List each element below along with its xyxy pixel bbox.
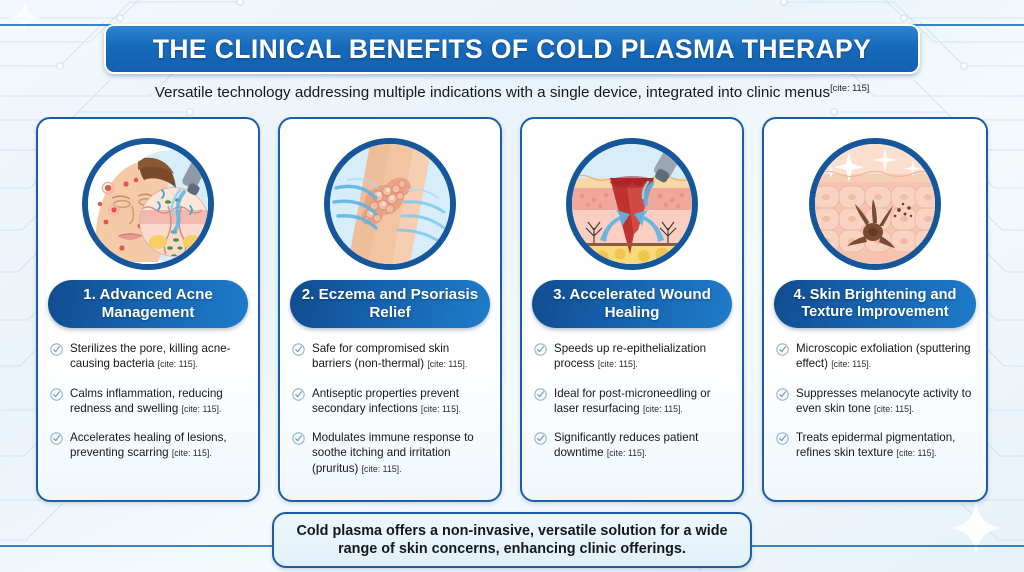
- bullet-text: Accelerates healing of lesions, preventi…: [70, 430, 248, 461]
- bullet-main: Accelerates healing of lesions, preventi…: [70, 431, 227, 460]
- card-heading: 2. Eczema and Psoriasis Relief: [290, 280, 490, 328]
- page-title-text: THE CLINICAL BENEFITS OF COLD PLASMA THE…: [152, 33, 872, 64]
- card-illustration-container: [764, 131, 986, 276]
- bullet-main: Suppresses melanocyte activity to even s…: [796, 386, 972, 415]
- bullet-text: Antiseptic properties prevent secondary …: [312, 386, 490, 417]
- bullet-text: Significantly reduces patient downtime […: [554, 430, 732, 461]
- bullet-citation: [cite: 115].: [831, 359, 872, 370]
- acne-face-pore-illustration: [82, 137, 214, 270]
- card-illustration-container: [280, 131, 500, 276]
- check-circle-icon: [292, 387, 305, 417]
- card-bullet-list: Safe for compromised skin barriers (non-…: [292, 341, 490, 490]
- bullet-main: Speeds up re-epithelialization process: [554, 342, 707, 371]
- bullet-text: Speeds up re-epithelialization process […: [554, 341, 732, 372]
- check-circle-icon: [534, 343, 547, 372]
- bullet-item: Ideal for post-microneedling or laser re…: [534, 386, 732, 417]
- page-subtitle: Versatile technology addressing multiple…: [0, 83, 1024, 101]
- check-circle-icon: [534, 387, 547, 417]
- check-circle-icon: [50, 387, 63, 417]
- bullet-main: Treats epidermal pigmentation, refines s…: [796, 431, 956, 460]
- bullet-item: Safe for compromised skin barriers (non-…: [292, 341, 490, 372]
- bullet-main: Significantly reduces patient downtime: [554, 431, 699, 460]
- card-bullet-list: Sterilizes the pore, killing acne-causin…: [50, 341, 248, 475]
- card-bullet-list: Microscopic exfoliation (sputtering effe…: [776, 341, 976, 475]
- bullet-citation: [cite: 115].: [642, 403, 683, 414]
- bullet-main: Safe for compromised skin barriers (non-…: [312, 342, 450, 371]
- bullet-item: Sterilizes the pore, killing acne-causin…: [50, 341, 248, 372]
- bullet-citation: [cite: 115].: [157, 359, 198, 370]
- bullet-main: Modulates immune response to soothe itch…: [312, 431, 474, 475]
- bullet-text: Sterilizes the pore, killing acne-causin…: [70, 341, 248, 372]
- card-heading-text: 4. Skin Brightening and Texture Improvem…: [793, 287, 957, 320]
- check-circle-icon: [50, 432, 63, 461]
- wound-cross-section-plasma-device-illustration: [566, 137, 698, 270]
- check-circle-icon: [776, 432, 789, 461]
- bullet-item: Speeds up re-epithelialization process […: [534, 341, 732, 372]
- bullet-text: Suppresses melanocyte activity to even s…: [796, 386, 976, 417]
- bullet-main: Sterilizes the pore, killing acne-causin…: [70, 342, 231, 371]
- bullet-main: Ideal for post-microneedling or laser re…: [554, 386, 711, 415]
- page-subtitle-text: Versatile technology addressing multiple…: [154, 84, 831, 102]
- bullet-citation: [cite: 115].: [597, 359, 638, 370]
- card-heading: 3. Accelerated Wound Healing: [532, 280, 732, 328]
- bullet-citation: [cite: 115].: [420, 403, 461, 414]
- bullet-text: Calms inflammation, reducing redness and…: [70, 386, 248, 417]
- bullet-item: Modulates immune response to soothe itch…: [292, 430, 490, 476]
- bullet-citation: [cite: 115].: [171, 448, 212, 459]
- bullet-item: Calms inflammation, reducing redness and…: [50, 386, 248, 417]
- card-heading-text: 3. Accelerated Wound Healing: [553, 286, 711, 321]
- melanocyte-skin-layers-illustration: [809, 137, 941, 270]
- benefit-card-accelerated-wound-healing[interactable]: 3. Accelerated Wound Healing Speeds up r…: [520, 117, 744, 502]
- bullet-text: Safe for compromised skin barriers (non-…: [312, 341, 490, 372]
- bullet-text: Microscopic exfoliation (sputtering effe…: [796, 341, 976, 372]
- card-heading-text: 2. Eczema and Psoriasis Relief: [301, 286, 479, 321]
- bullet-item: Antiseptic properties prevent secondary …: [292, 386, 490, 417]
- bullet-citation: [cite: 115].: [874, 403, 914, 414]
- bullet-main: Antiseptic properties prevent secondary …: [312, 386, 459, 415]
- check-circle-icon: [292, 343, 305, 372]
- bullet-item: Treats epidermal pigmentation, refines s…: [776, 430, 976, 461]
- page-subtitle-citation: [cite: 115]: [830, 83, 870, 93]
- card-illustration-container: [522, 131, 742, 276]
- bullet-text: Treats epidermal pigmentation, refines s…: [796, 430, 976, 461]
- benefit-card-list: 1. Advanced Acne Management Sterilizes t…: [0, 117, 1024, 502]
- sparkle-decoration: [950, 500, 1002, 556]
- benefit-card-advanced-acne-management[interactable]: 1. Advanced Acne Management Sterilizes t…: [36, 117, 260, 502]
- check-circle-icon: [292, 432, 305, 476]
- page-title: THE CLINICAL BENEFITS OF COLD PLASMA THE…: [104, 24, 920, 74]
- bullet-citation: [cite: 115].: [361, 463, 402, 474]
- bullet-item: Microscopic exfoliation (sputtering effe…: [776, 341, 976, 372]
- bullet-item: Suppresses melanocyte activity to even s…: [776, 386, 976, 417]
- check-circle-icon: [776, 387, 789, 417]
- bullet-main: Calms inflammation, reducing redness and…: [70, 386, 223, 415]
- check-circle-icon: [534, 432, 547, 461]
- footer-summary-text: Cold plasma offers a non-invasive, versa…: [296, 522, 728, 557]
- bullet-text: Ideal for post-microneedling or laser re…: [554, 386, 732, 417]
- card-heading: 1. Advanced Acne Management: [48, 280, 248, 328]
- bullet-citation: [cite: 115].: [896, 448, 937, 459]
- footer-summary-banner: Cold plasma offers a non-invasive, versa…: [272, 512, 752, 568]
- card-heading: 4. Skin Brightening and Texture Improvem…: [774, 280, 976, 328]
- benefit-card-skin-brightening-texture[interactable]: 4. Skin Brightening and Texture Improvem…: [762, 117, 988, 502]
- psoriasis-plaque-arm-illustration: [324, 137, 456, 270]
- title-row: THE CLINICAL BENEFITS OF COLD PLASMA THE…: [0, 24, 1024, 74]
- bullet-text: Modulates immune response to soothe itch…: [312, 430, 490, 476]
- bullet-citation: [cite: 115].: [427, 359, 468, 370]
- card-bullet-list: Speeds up re-epithelialization process […: [534, 341, 732, 475]
- bullet-item: Significantly reduces patient downtime […: [534, 430, 732, 461]
- card-illustration-container: [38, 131, 258, 276]
- bullet-citation: [cite: 115].: [181, 403, 222, 414]
- bullet-citation: [cite: 115].: [606, 448, 647, 459]
- check-circle-icon: [50, 343, 63, 372]
- check-circle-icon: [776, 343, 789, 372]
- benefit-card-eczema-psoriasis-relief[interactable]: 2. Eczema and Psoriasis Relief Safe for …: [278, 117, 502, 502]
- bullet-item: Accelerates healing of lesions, preventi…: [50, 430, 248, 461]
- card-heading-text: 1. Advanced Acne Management: [83, 286, 213, 321]
- bullet-main: Microscopic exfoliation (sputtering effe…: [796, 342, 971, 371]
